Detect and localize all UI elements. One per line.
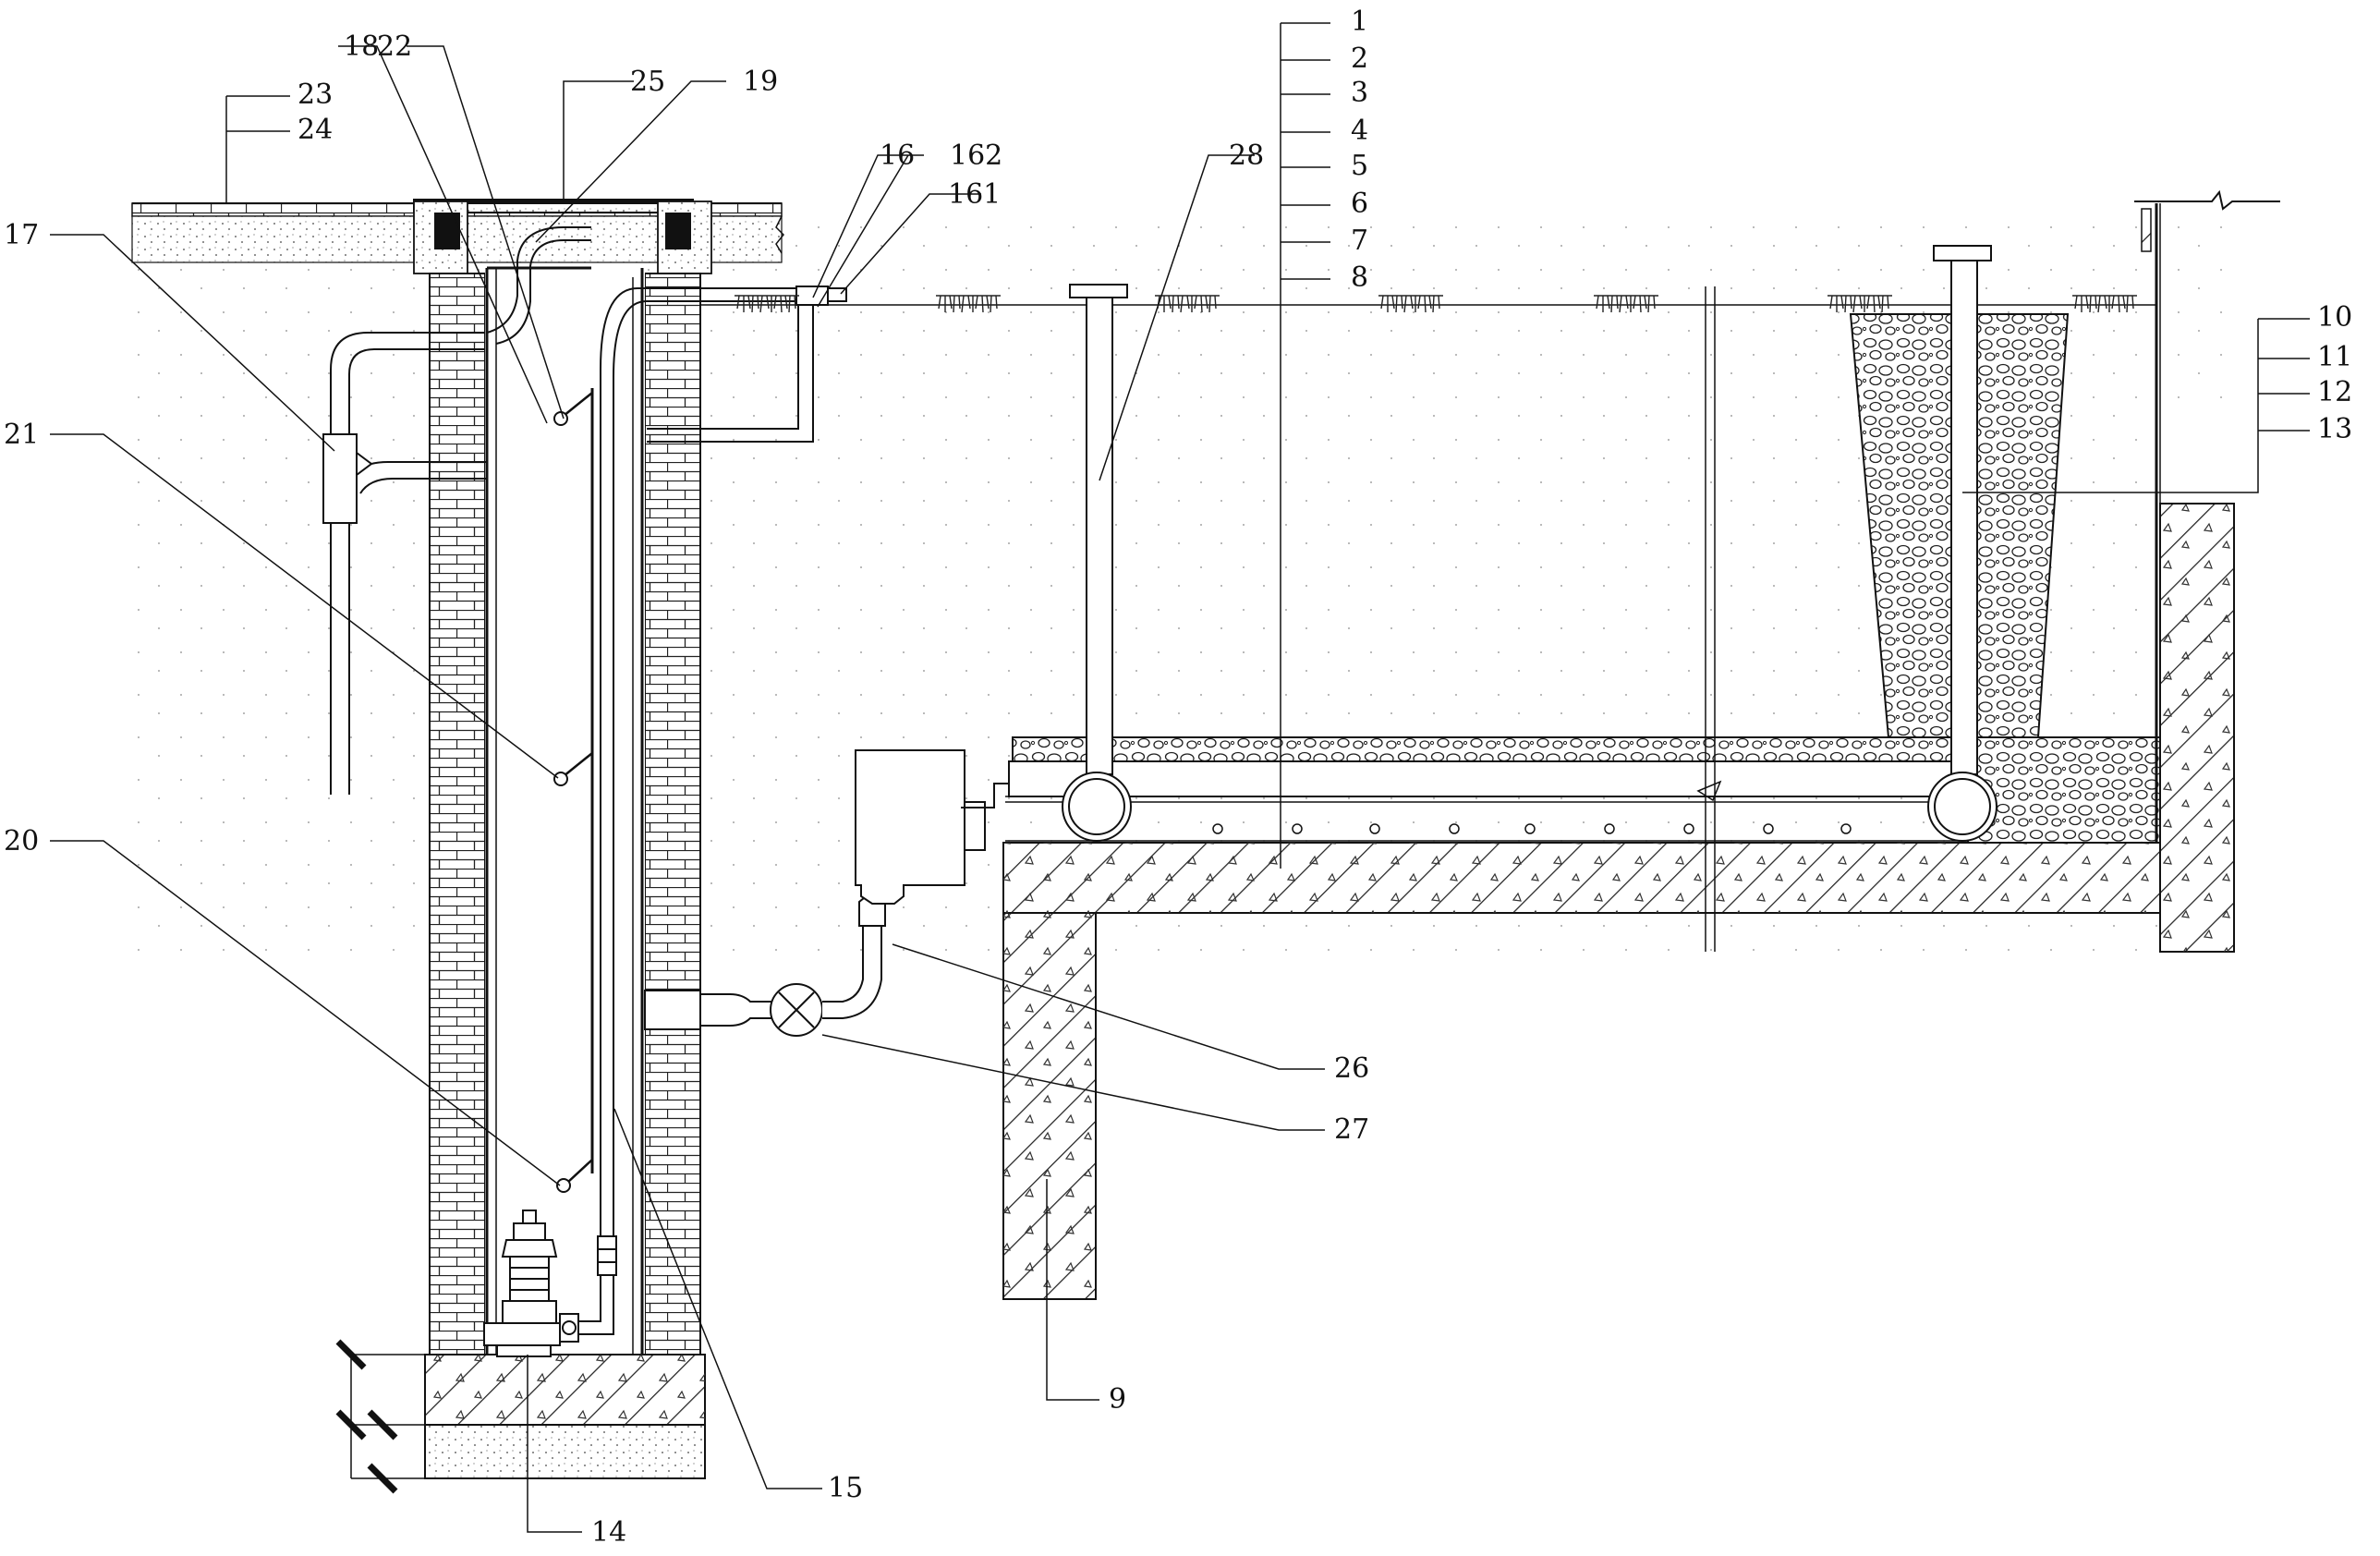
float-level-switches bbox=[553, 388, 594, 1193]
label-10: 10 bbox=[2317, 301, 2352, 334]
label-22: 22 bbox=[377, 30, 412, 63]
leader-lines bbox=[50, 22, 2310, 1533]
left-inlet-pipe-17 bbox=[322, 332, 486, 795]
shaft-wall-left bbox=[429, 273, 486, 1355]
label-13: 13 bbox=[2317, 413, 2352, 445]
label-20: 20 bbox=[4, 825, 39, 857]
label-15: 15 bbox=[828, 1472, 863, 1504]
label-7: 7 bbox=[1351, 225, 1368, 257]
structural-slab bbox=[1002, 842, 2162, 914]
label-16: 16 bbox=[880, 140, 915, 172]
label-6: 6 bbox=[1351, 188, 1368, 220]
shaft-wall-right bbox=[644, 273, 701, 1355]
label-21: 21 bbox=[4, 419, 39, 451]
label-161: 161 bbox=[948, 178, 1001, 211]
soil-right-column bbox=[2160, 205, 2234, 408]
label-2: 2 bbox=[1351, 43, 1368, 75]
rebar-dots bbox=[1212, 823, 1852, 834]
shaft-base bbox=[335, 1339, 706, 1494]
label-1: 1 bbox=[1351, 6, 1368, 38]
inlet-assembly-16 bbox=[700, 286, 2157, 306]
label-5: 5 bbox=[1351, 150, 1368, 182]
observation-well-28 bbox=[1062, 284, 1132, 842]
label-11: 11 bbox=[2317, 341, 2352, 373]
control-box-26 bbox=[855, 749, 986, 905]
observation-well-right bbox=[1927, 245, 1998, 842]
discharge-riser-pipe bbox=[578, 287, 814, 1335]
label-9: 9 bbox=[1109, 1383, 1126, 1416]
label-3: 3 bbox=[1351, 77, 1368, 109]
label-17: 17 bbox=[4, 219, 39, 251]
part-labels: 1 2 3 4 5 6 7 8 10 11 12 13 9 14 15 26 2… bbox=[4, 6, 2352, 1549]
label-28: 28 bbox=[1229, 140, 1264, 172]
label-27: 27 bbox=[1334, 1113, 1369, 1146]
label-24: 24 bbox=[298, 114, 333, 146]
label-25: 25 bbox=[630, 66, 665, 98]
break-line bbox=[1696, 286, 1722, 952]
label-8: 8 bbox=[1351, 261, 1368, 294]
label-23: 23 bbox=[298, 79, 333, 111]
label-14: 14 bbox=[591, 1516, 626, 1549]
label-18: 18 bbox=[344, 30, 379, 63]
inner-liner-tube bbox=[485, 266, 644, 1355]
label-26: 26 bbox=[1334, 1052, 1369, 1085]
manhole-cover bbox=[413, 199, 712, 274]
submersible-pump bbox=[483, 1210, 579, 1357]
right-retaining-wall bbox=[2134, 189, 2280, 953]
label-12: 12 bbox=[2317, 376, 2352, 408]
label-19: 19 bbox=[743, 66, 778, 98]
label-162: 162 bbox=[950, 140, 1002, 172]
label-4: 4 bbox=[1351, 115, 1368, 147]
